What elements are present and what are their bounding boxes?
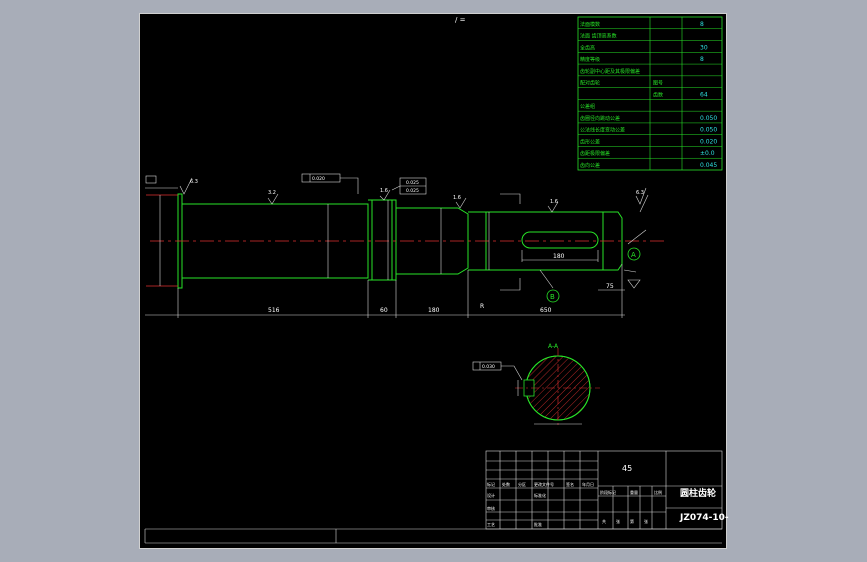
svg-text:0.025: 0.025 xyxy=(406,188,419,194)
bottom-strip xyxy=(144,528,722,544)
tolerance-frame-2: 0.025 0.025 xyxy=(399,177,427,195)
gear-table-val: 0.050 xyxy=(700,115,717,122)
title-block-cell: 共 xyxy=(602,518,606,524)
title-block-cell: 处数 xyxy=(502,481,510,487)
dim-75: 75 xyxy=(606,283,614,290)
gear-table-val: ±0.0 xyxy=(700,150,715,157)
svg-text:A-A: A-A xyxy=(548,343,559,350)
title-block-cell: 更改文件号 xyxy=(534,481,554,487)
title-block-cell: 设计 xyxy=(487,492,495,498)
gear-table-val: 64 xyxy=(700,91,708,98)
svg-text:B: B xyxy=(550,293,555,301)
title-block-cell: 批准 xyxy=(534,521,542,527)
dim-180: 180 xyxy=(428,307,440,314)
svg-text:6.3: 6.3 xyxy=(190,179,198,185)
gear-table-val: 0.050 xyxy=(700,127,717,134)
svg-text:A: A xyxy=(631,251,636,259)
gear-table-val: 0.045 xyxy=(700,162,717,169)
gear-table-sym: 齿数 xyxy=(653,91,663,98)
gear-table-label: 齿形公差 xyxy=(580,138,600,145)
gear-table-val: 30 xyxy=(700,44,708,51)
svg-text:3.2: 3.2 xyxy=(268,190,276,196)
gear-table-val: 0.020 xyxy=(700,138,717,145)
svg-text:1.6: 1.6 xyxy=(550,199,558,205)
gear-table-label: 公法线长度变动公差 xyxy=(580,127,625,134)
title-block-cell: 年月日 xyxy=(582,481,594,487)
title-block-cell: 张 xyxy=(616,518,620,524)
svg-text:6.3: 6.3 xyxy=(636,190,644,196)
gear-table-val: 8 xyxy=(700,21,704,28)
tolerance-frame-1: 0.020 xyxy=(301,173,341,183)
svg-text:0.030: 0.030 xyxy=(482,364,495,370)
title-block-cell: 阶段标记 xyxy=(600,489,616,495)
dimension-lines xyxy=(145,187,649,318)
title-block-cell: 分区 xyxy=(518,481,526,487)
section-view: A-A 0.030 xyxy=(472,343,600,428)
title-block-cell: 张 xyxy=(644,518,648,524)
title-block-cell: 审核 xyxy=(487,505,495,511)
title-block-cell: 签名 xyxy=(566,481,574,487)
gear-table-label: 法面 齿顶高系数 xyxy=(580,33,617,40)
material: 45 xyxy=(622,464,632,473)
gear-table-label: 法面模数 xyxy=(580,21,600,28)
svg-text:1.6: 1.6 xyxy=(453,195,461,201)
gear-table-label: 配对齿轮 xyxy=(580,80,600,87)
gear-table-val: 8 xyxy=(700,56,704,63)
drawing-number: JZ074-10- xyxy=(679,513,729,523)
gear-table-label: 全齿高 xyxy=(580,44,595,51)
dim-60: 60 xyxy=(380,307,388,314)
title-block-cell: 标记 xyxy=(487,481,495,487)
top-mark: / = xyxy=(455,16,466,24)
gear-table-label: 齿距极限偏差 xyxy=(580,150,610,157)
dim-key: 180 xyxy=(553,253,565,260)
part-name: 圆柱齿轮 xyxy=(680,487,716,499)
title-block-cell: 第 xyxy=(630,518,634,524)
gear-table-label: 齿轮副中心距及其极限偏差 xyxy=(580,68,640,75)
dim-r: R xyxy=(480,303,484,310)
title-block-cell: 重量 xyxy=(630,489,638,495)
gear-table-label: 齿圈径向跳动公差 xyxy=(580,115,620,122)
dim-650: 650 xyxy=(540,307,552,314)
datum-a: A xyxy=(627,247,641,261)
title-block-cell: 标准化 xyxy=(534,492,546,498)
gear-table-label: 精度等级 xyxy=(580,56,600,63)
title-block-cell: 比例 xyxy=(654,489,662,495)
datum-b: B xyxy=(546,289,560,303)
dim-516: 516 xyxy=(268,307,280,314)
svg-text:0.025: 0.025 xyxy=(406,180,419,186)
svg-text:0.020: 0.020 xyxy=(312,176,325,182)
svg-text:1.6: 1.6 xyxy=(380,188,388,194)
gear-table-sym: 图号 xyxy=(653,81,663,87)
gear-table-label: 齿向公差 xyxy=(580,162,600,169)
roughness-symbols xyxy=(179,177,647,213)
title-block-cell: 工艺 xyxy=(487,522,495,527)
gear-table-label: 公差组 xyxy=(580,103,595,110)
